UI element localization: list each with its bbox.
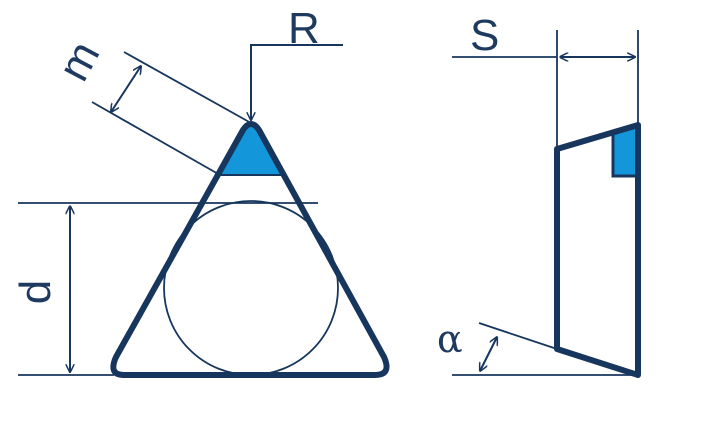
alpha-label: α: [437, 317, 463, 361]
alpha-dimension-arrow: [480, 337, 497, 371]
r-label: R: [288, 4, 320, 53]
m-extension-bottom: [91, 101, 221, 176]
side-view: S α: [437, 11, 641, 378]
alpha-extension-slope: [478, 322, 558, 350]
m-label: m: [49, 34, 109, 89]
m-extension-top: [123, 51, 252, 124]
r-leader: [250, 44, 343, 118]
triangle-view: d R m: [11, 4, 390, 378]
s-label: S: [470, 11, 499, 60]
triangle-outline: [110, 121, 390, 378]
d-label: d: [11, 280, 60, 304]
m-dimension-arrow: [111, 66, 141, 112]
corner-radius-region: [216, 123, 286, 176]
